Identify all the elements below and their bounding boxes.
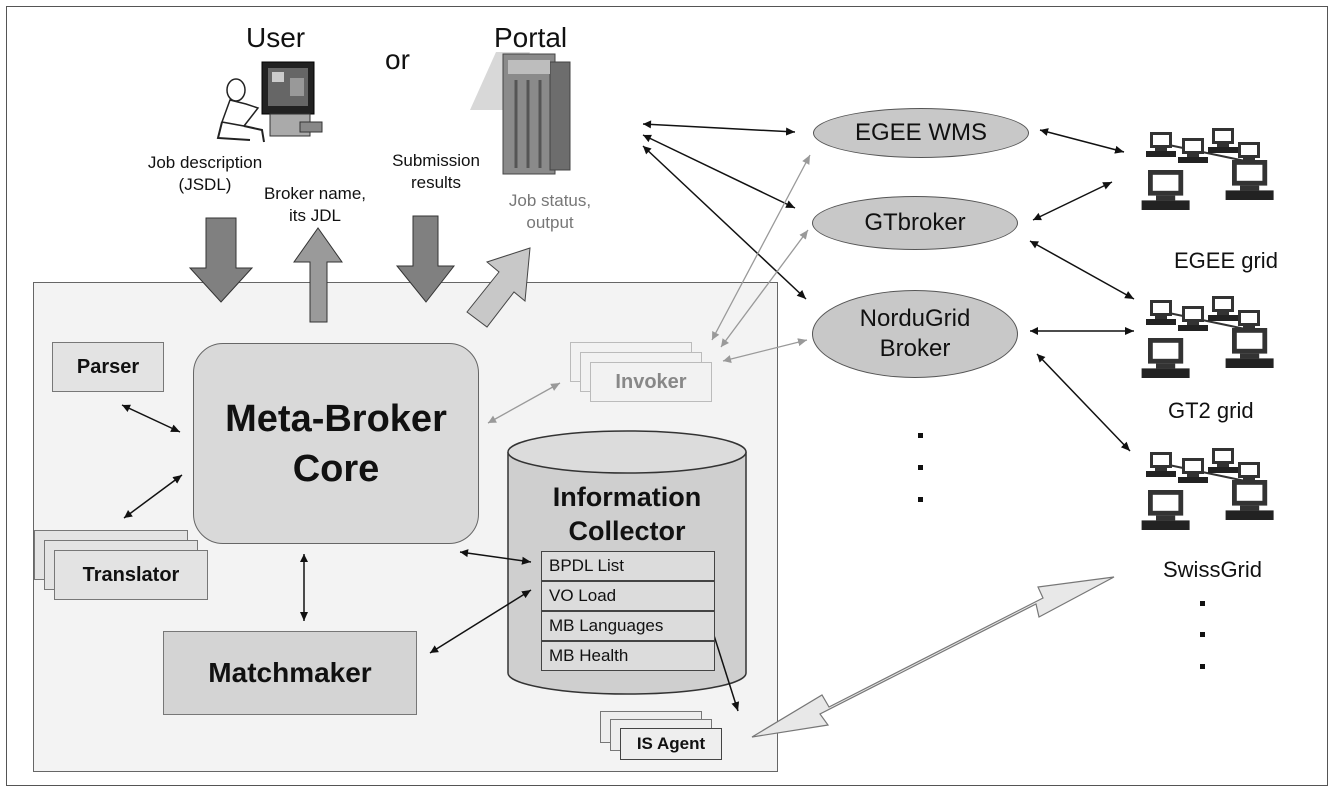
egee-wms-label: EGEE WMS bbox=[854, 119, 987, 146]
jsdl-text: (JSDL) bbox=[178, 175, 232, 194]
is-agent-double-arrow bbox=[751, 576, 1115, 738]
matchmaker-label: Matchmaker bbox=[208, 657, 372, 688]
parser-box: Parser bbox=[52, 342, 164, 392]
information-title: Information bbox=[552, 482, 702, 512]
job-description-label: Job description (JSDL) bbox=[120, 152, 290, 196]
diagram-frame bbox=[6, 6, 1328, 786]
meta-broker-title: Meta-Broker bbox=[225, 397, 447, 440]
broker-name-up-arrow bbox=[293, 227, 343, 323]
invoker-box: Invoker bbox=[590, 362, 712, 402]
core-title: Core bbox=[292, 447, 380, 490]
faded-arrows bbox=[487, 154, 811, 424]
job-status-label: Job status, output bbox=[490, 190, 610, 234]
gtbroker-gt2grid-arrow bbox=[1029, 240, 1135, 300]
parser-label: Parser bbox=[76, 356, 140, 378]
job-status-text: Job status, bbox=[508, 191, 592, 210]
is-agent-box: IS Agent bbox=[620, 728, 722, 760]
meta-broker-core-box: Meta-Broker Core bbox=[193, 343, 479, 544]
submission-results-label: Submission results bbox=[372, 150, 500, 194]
translator-core-arrow bbox=[123, 474, 183, 519]
parser-core-arrow bbox=[121, 404, 181, 433]
info-item-bpdl-list: BPDL List bbox=[541, 551, 715, 581]
results-text: results bbox=[410, 173, 462, 192]
is-agent-label: IS Agent bbox=[636, 734, 706, 753]
core-infocollector-arrow bbox=[459, 549, 532, 565]
info-item-vo-load: VO Load bbox=[541, 581, 715, 611]
collector-title: Collector bbox=[568, 516, 686, 546]
translator-box: Translator bbox=[54, 550, 208, 600]
egee-egeegrid-arrow bbox=[1039, 128, 1125, 154]
or-label: or bbox=[385, 44, 410, 75]
invoker-label: Invoker bbox=[615, 371, 687, 393]
broker-name-label: Broker name, its JDL bbox=[250, 183, 380, 227]
portal-label: Portal bbox=[494, 22, 568, 53]
gtbroker-egeegrid-arrow bbox=[1032, 181, 1113, 221]
egee-grid-label: EGEE grid bbox=[1174, 248, 1278, 273]
job-description-down-arrow bbox=[188, 217, 254, 303]
nordugrid-swissgrid-arrow bbox=[1036, 353, 1131, 452]
translator-label: Translator bbox=[82, 564, 180, 586]
portal-gtbroker-arrow bbox=[642, 134, 796, 209]
portal-egee-arrow bbox=[642, 120, 796, 136]
nordugrid-broker-oval: NorduGrid Broker bbox=[812, 290, 1018, 378]
user-label: User bbox=[246, 22, 306, 53]
matchmaker-infocollector-arrow bbox=[429, 589, 532, 654]
information-collector-title: Information Collector bbox=[508, 480, 746, 548]
gtbroker-oval: GTbroker bbox=[812, 196, 1018, 250]
submission-results-down-arrow bbox=[395, 215, 456, 303]
egee-wms-oval: EGEE WMS bbox=[813, 108, 1029, 158]
egee-grid-icon bbox=[1141, 128, 1274, 210]
job-status-diagonal-arrow bbox=[466, 247, 531, 328]
broker-name-text: Broker name, bbox=[263, 184, 367, 203]
swissgrid-label: SwissGrid bbox=[1163, 557, 1263, 582]
nordugrid-label: NorduGrid bbox=[859, 305, 971, 332]
broker-label: Broker bbox=[879, 335, 951, 362]
user-icon bbox=[216, 61, 323, 143]
core-invoker-arrow bbox=[487, 382, 561, 424]
gt2-grid-icon bbox=[1141, 296, 1274, 378]
portal-server-icon bbox=[470, 52, 571, 175]
output-text: output bbox=[526, 213, 574, 232]
job-description-text: Job description bbox=[147, 153, 263, 172]
submission-text: Submission bbox=[392, 151, 480, 170]
gt2-grid-label: GT2 grid bbox=[1168, 398, 1254, 423]
swissgrid-icon bbox=[1141, 448, 1274, 530]
invoker-gtbroker-arrow bbox=[720, 229, 809, 348]
ellipsis-dots bbox=[918, 433, 1205, 669]
its-jdl-text: its JDL bbox=[289, 206, 341, 225]
matchmaker-box: Matchmaker bbox=[163, 631, 417, 715]
big-arrows bbox=[188, 215, 531, 328]
info-item-mb-languages: MB Languages bbox=[541, 611, 715, 641]
info-item-mb-health: MB Health bbox=[541, 641, 715, 671]
invoker-nordugrid-arrow bbox=[722, 338, 808, 363]
portal-nordugrid-arrow bbox=[642, 145, 807, 300]
gtbroker-label: GTbroker bbox=[864, 209, 966, 236]
